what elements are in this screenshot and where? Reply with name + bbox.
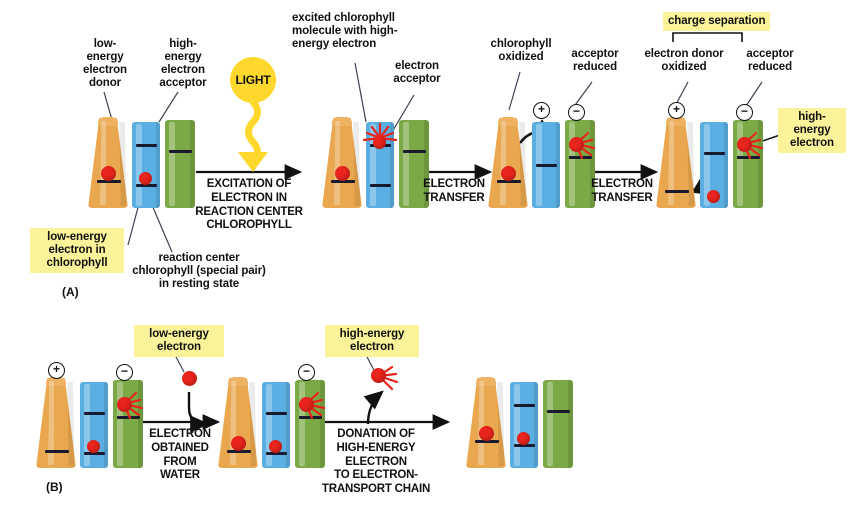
electron-donor-bar [322, 117, 362, 208]
chlorophyll-level-lower [136, 184, 157, 187]
acceptor-bar [399, 120, 429, 208]
label-reaction-center: reaction center chlorophyll (special pai… [132, 252, 266, 291]
acceptor-level [547, 410, 570, 413]
label-acceptor-reduced-4: acceptor reduced [746, 48, 794, 74]
electron-acceptor-reduced [569, 137, 584, 152]
electron-chlorophyll-excited [373, 136, 386, 149]
donor-level [497, 180, 521, 183]
charge-badge-positive: + [533, 102, 550, 119]
free-electron-high-energy [371, 368, 386, 383]
charge-badge-negative: − [736, 104, 753, 121]
chlorophyll-level-lower [536, 164, 557, 167]
electron-chlorophyll [87, 440, 100, 453]
charge-badge-positive: + [668, 102, 685, 119]
acceptor-bar [733, 120, 763, 208]
acceptor-bar [543, 380, 573, 468]
chlorophyll-level-upper [514, 404, 535, 407]
electron-chlorophyll [139, 172, 152, 185]
label-electron-acceptor: electron acceptor [393, 60, 441, 86]
charge-badge-positive: + [48, 362, 65, 379]
label-excited-chlorophyll: excited chlorophyll molecule with high- … [292, 12, 398, 51]
acceptor-bar [113, 380, 143, 468]
charge-badge-negative: − [116, 364, 133, 381]
chlorophyll-level-upper [266, 412, 287, 415]
acceptor-level [169, 150, 192, 153]
panel-a-id: (A) [62, 285, 79, 299]
step-electron-from-water: ELECTRON OBTAINED FROM WATER [149, 428, 211, 482]
chlorophyll-level-lower [514, 444, 535, 447]
donor-level [475, 440, 499, 443]
chlorophyll-level-lower [266, 452, 287, 455]
donor-level [97, 180, 121, 183]
electron-donor-bar [488, 117, 528, 208]
chlorophyll-bar [80, 382, 108, 468]
electron-donor [231, 436, 246, 451]
chlorophyll-bar [132, 122, 160, 208]
donor-level [331, 180, 355, 183]
free-electron-low-energy [182, 371, 197, 386]
label-charge-separation: charge separation [663, 12, 771, 32]
charge-badge-negative: − [298, 364, 315, 381]
label-low-energy-electron-in-chlorophyll: low-energy electron in chlorophyll [30, 228, 124, 274]
electron-acceptor-reduced [299, 397, 314, 412]
donor-level [665, 190, 689, 193]
electron-donor [101, 166, 116, 181]
chlorophyll-level-upper [84, 412, 105, 415]
electron-chlorophyll [517, 432, 530, 445]
donor-level [45, 450, 69, 453]
step-excitation: EXCITATION OF ELECTRON IN REACTION CENTE… [195, 178, 303, 232]
electron-chlorophyll [269, 440, 282, 453]
electron-acceptor-reduced [737, 137, 752, 152]
electron-donor [479, 426, 494, 441]
acceptor-bar [165, 120, 195, 208]
step-transfer-1: ELECTRON TRANSFER [423, 178, 485, 204]
chlorophyll-bar [262, 382, 290, 468]
step-donation: DONATION OF HIGH-ENERGY ELECTRON TO ELEC… [321, 428, 431, 496]
label-high-energy-acceptor: high- energy electron acceptor [159, 38, 207, 90]
chlorophyll-level-upper [704, 152, 725, 155]
electron-donor-bar [88, 117, 128, 208]
label-electron-donor-oxidized: electron donor oxidized [644, 48, 724, 74]
electron-chlorophyll [707, 190, 720, 203]
label-acceptor-reduced-3: acceptor reduced [571, 48, 619, 74]
step-transfer-2: ELECTRON TRANSFER [591, 178, 653, 204]
electron-donor [501, 166, 516, 181]
label-high-energy-electron-b: high-energy electron [325, 325, 419, 358]
light-icon: LIGHT [230, 57, 276, 103]
acceptor-bar [295, 380, 325, 468]
acceptor-bar [565, 120, 595, 208]
electron-donor-bar [656, 117, 696, 208]
label-high-energy-electron-a: high- energy electron [778, 108, 846, 154]
label-low-energy-electron-b: low-energy electron [134, 325, 224, 358]
chlorophyll-bar [510, 382, 538, 468]
panel-b-id: (B) [46, 480, 63, 494]
donor-level [227, 450, 251, 453]
label-low-energy-donor: low- energy electron donor [83, 38, 127, 90]
electron-donor [335, 166, 350, 181]
electron-acceptor-reduced [117, 397, 132, 412]
electron-donor-bar [36, 377, 76, 468]
chlorophyll-level-upper [136, 144, 157, 147]
label-chlorophyll-oxidized: chlorophyll oxidized [490, 38, 552, 64]
chlorophyll-level-lower [370, 184, 391, 187]
electron-donor-bar [218, 377, 258, 468]
chlorophyll-level-lower [84, 452, 105, 455]
acceptor-level [403, 150, 426, 153]
electron-donor-bar [466, 377, 506, 468]
chlorophyll-bar [700, 122, 728, 208]
light-label: LIGHT [235, 73, 271, 87]
charge-badge-negative: − [568, 104, 585, 121]
